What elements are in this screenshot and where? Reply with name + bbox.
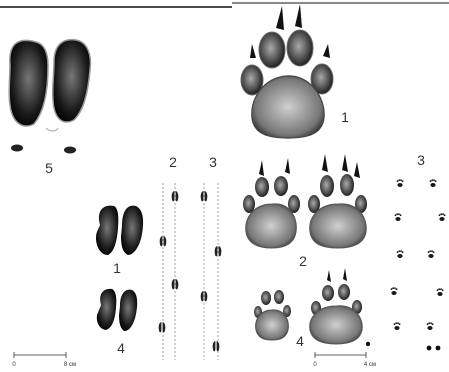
large-paw-label: 1: [341, 109, 349, 125]
large-hoof-print: [9, 40, 90, 154]
paw-trail: [391, 179, 446, 350]
trail-label: 3: [417, 152, 425, 168]
right-scale-bar: [315, 352, 366, 358]
hoof-trail-3: [201, 183, 222, 360]
medium-paw-print-left: [243, 158, 300, 248]
small-paw-print-right: [310, 268, 370, 346]
track-1-label: 1: [113, 260, 121, 276]
trail-2-label: 2: [169, 154, 177, 170]
right-scale-end: 4 см: [364, 362, 376, 368]
trail-3-label: 3: [209, 154, 217, 170]
large-paw-print: [241, 4, 333, 138]
right-scale-start: 0: [313, 362, 317, 368]
left-scale-start: 0: [12, 362, 16, 368]
medium-paw-print-right: [308, 154, 367, 248]
hoof-trail-2: [159, 183, 179, 360]
left-scale-end: 8 см: [64, 362, 76, 368]
pair-label: 2: [299, 253, 307, 269]
hoof-track-4: [97, 289, 137, 331]
small-paw-print-left: [254, 290, 291, 340]
track-4-label: 4: [117, 340, 125, 356]
hoof-label: 5: [45, 160, 53, 176]
left-scale-bar: [14, 352, 66, 358]
small-pair-label: 4: [296, 333, 304, 349]
hoof-track-1: [96, 206, 143, 255]
